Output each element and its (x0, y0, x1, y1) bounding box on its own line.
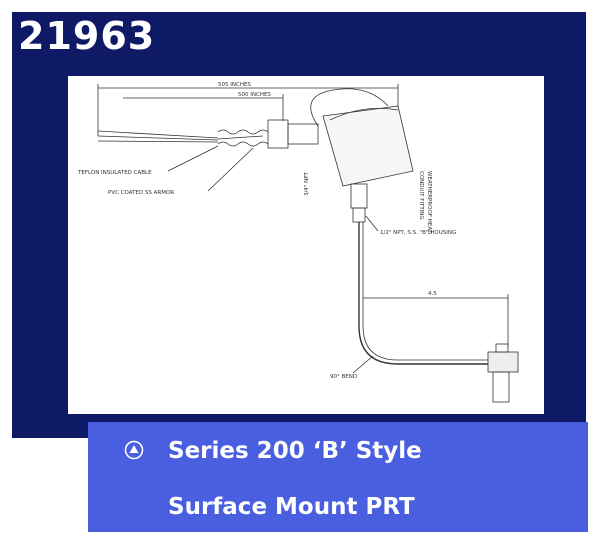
head-housing (322, 105, 414, 187)
probe-tube-inner (362, 222, 488, 361)
armor-coil-top (217, 129, 269, 135)
housing-thread (352, 207, 366, 223)
dim-length-label: 4.5 (428, 291, 437, 297)
leader-armor (207, 147, 254, 192)
fitting-nut (267, 119, 289, 149)
cable-body (217, 135, 264, 140)
bend-label: 90° BEND (330, 374, 357, 380)
caption-panel: Series 200 ‘B’ Style Surface Mount PRT (88, 422, 588, 532)
armor-coil-bottom (217, 141, 269, 147)
mount-stud (492, 371, 510, 403)
head-cap-arc (329, 108, 399, 121)
housing-stem (350, 183, 368, 209)
housing-label: 1/2" NPT, S.S. "B" HOUSING (380, 230, 456, 236)
leader-housing (365, 215, 379, 232)
wire-2 (97, 135, 219, 141)
mount-cap (495, 343, 509, 353)
dim-overall-label: 505 INCHES (218, 82, 251, 88)
caption-title-line2: Surface Mount PRT (168, 494, 415, 520)
wire-1 (97, 130, 219, 139)
npt-label: 3/4" NPT (304, 171, 310, 196)
probe-tube (358, 222, 488, 365)
leader-bend (352, 355, 374, 374)
triangle-bullet-icon (124, 440, 144, 460)
cable-label: TEFLON INSULATED CABLE (77, 170, 152, 176)
armor-label: PVC COATED SS ARMOR (108, 190, 174, 196)
mount-block (487, 351, 519, 373)
fitting-body (287, 123, 319, 145)
chain (310, 88, 389, 127)
head-label: CONDUIT FITTING (418, 171, 424, 220)
technical-drawing: 505 INCHES 500 INCHES TEFLON INSULATED C… (68, 76, 544, 414)
wire-3 (97, 140, 219, 143)
caption-title-line1: Series 200 ‘B’ Style (168, 438, 422, 464)
leader-cable (167, 145, 219, 172)
dim-cable-label: 500 INCHES (238, 92, 271, 98)
product-code-title: 21963 (18, 14, 156, 58)
side-label: WEATHERPROOF HEAD (426, 171, 432, 234)
drawing-svg: 505 INCHES 500 INCHES TEFLON INSULATED C… (77, 82, 519, 403)
